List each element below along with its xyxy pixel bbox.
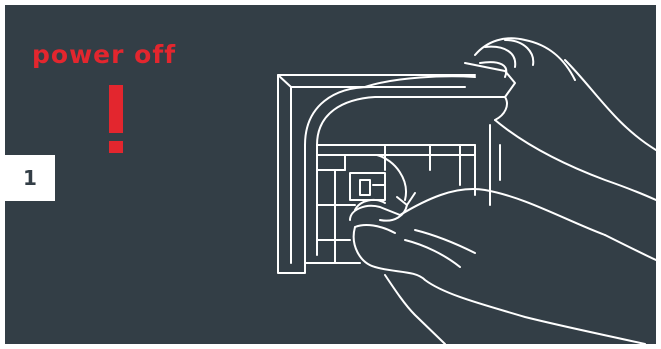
hand-removing-cover-illustration <box>5 5 656 344</box>
instruction-panel: power off 1 <box>5 5 656 344</box>
